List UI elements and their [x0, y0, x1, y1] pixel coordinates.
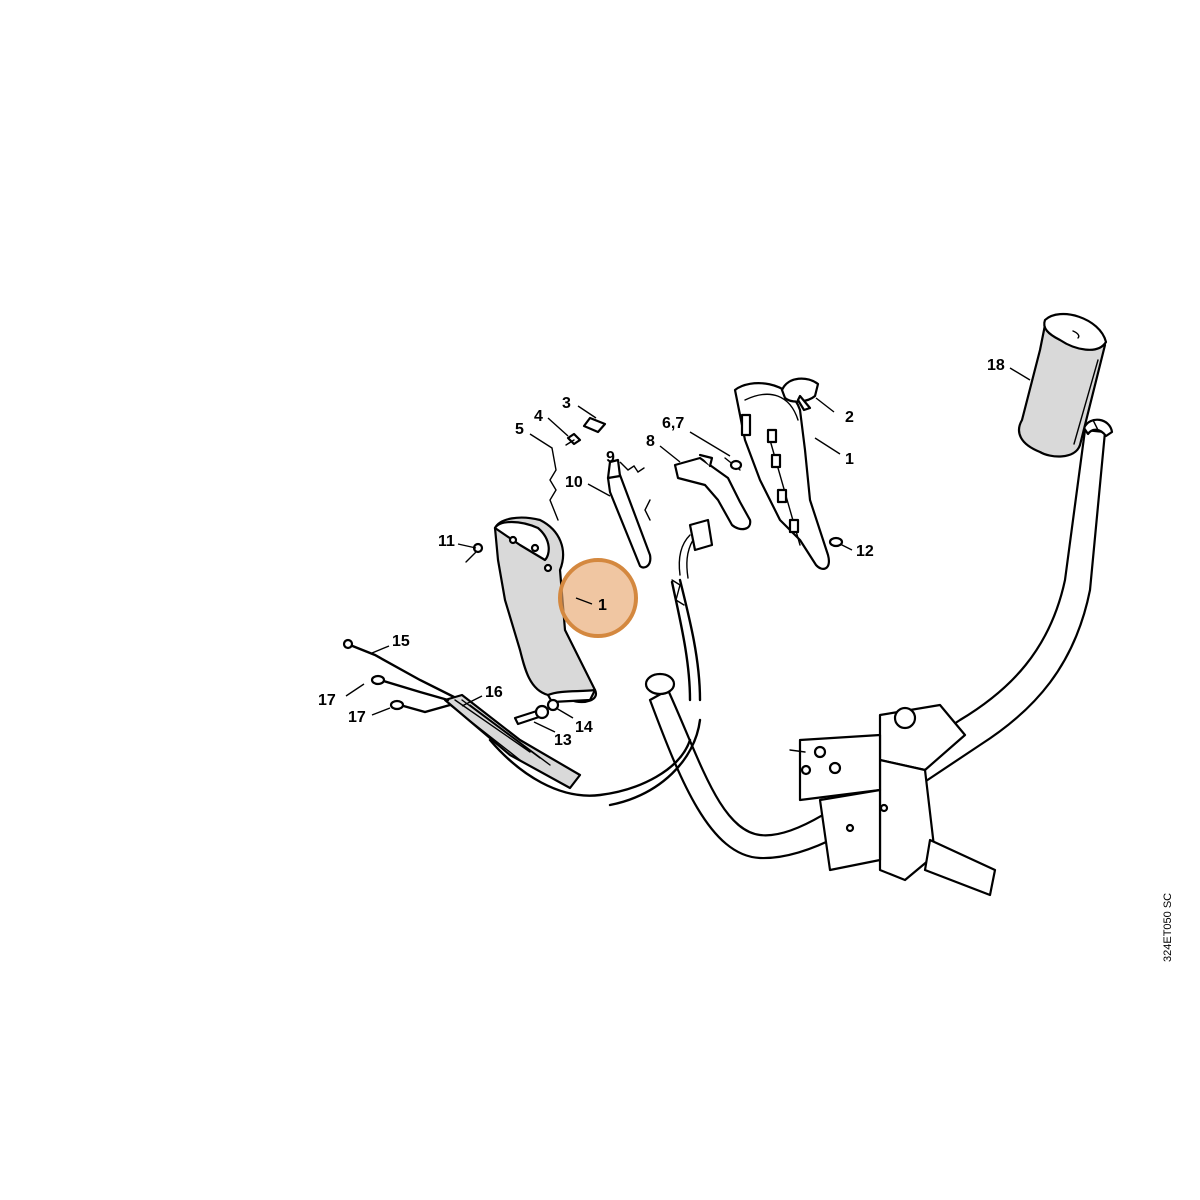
callout-13[interactable]: 13: [554, 732, 572, 749]
callout-17-upper[interactable]: 17: [318, 692, 336, 709]
callout-1[interactable]: 1: [845, 451, 854, 468]
callout-6-7[interactable]: 6,7: [662, 415, 684, 432]
cable-part-15: [342, 638, 462, 702]
callout-9[interactable]: 9: [606, 449, 615, 466]
washer-part-14: [546, 698, 560, 712]
callout-15[interactable]: 15: [392, 633, 410, 650]
lock-part-2: [780, 377, 820, 412]
callout-11[interactable]: 11: [438, 533, 455, 550]
spring-part-9: [627, 465, 651, 521]
spring-part-5: [549, 447, 559, 521]
callout-5[interactable]: 5: [515, 421, 524, 438]
callout-16[interactable]: 16: [485, 684, 503, 701]
trigger-part-8: [673, 453, 752, 531]
callout-18[interactable]: 18: [987, 357, 1005, 374]
callout-10[interactable]: 10: [565, 474, 583, 491]
handlebar: [644, 418, 1114, 860]
grip-part-18: [1017, 312, 1108, 458]
wire-part-17b: [389, 699, 452, 714]
part-12: [828, 536, 844, 548]
callout-14[interactable]: 14: [575, 719, 593, 736]
callout-labels: 1 1 2 3 4 5 6,7 8 9 10 11 12 13 14 15 16…: [318, 357, 1005, 749]
switch: [678, 518, 714, 579]
screw-part-4: [565, 432, 582, 446]
leader-lines: [345, 367, 1031, 733]
housing-half-left: [493, 516, 598, 704]
handle-clamp: [789, 703, 997, 897]
callout-1-highlighted[interactable]: 1: [598, 597, 607, 614]
housing-half-right: [733, 382, 830, 570]
callout-3[interactable]: 3: [562, 395, 571, 412]
drawing-code: 324ET050 SC: [1162, 893, 1174, 962]
callout-2[interactable]: 2: [845, 409, 854, 426]
lever-part-10: [606, 458, 652, 569]
highlight-ring: [558, 558, 638, 638]
screw-part-13: [513, 704, 550, 726]
callout-4[interactable]: 4: [534, 408, 543, 425]
spring-part-6-7: [724, 457, 743, 471]
callout-12[interactable]: 12: [856, 543, 874, 560]
wire-part-17a: [370, 674, 450, 702]
throttle-cable: [488, 578, 702, 807]
callout-8[interactable]: 8: [646, 433, 655, 450]
sleeve-part-16: [443, 693, 582, 790]
callout-17-lower[interactable]: 17: [348, 709, 366, 726]
part-3: [582, 416, 607, 434]
